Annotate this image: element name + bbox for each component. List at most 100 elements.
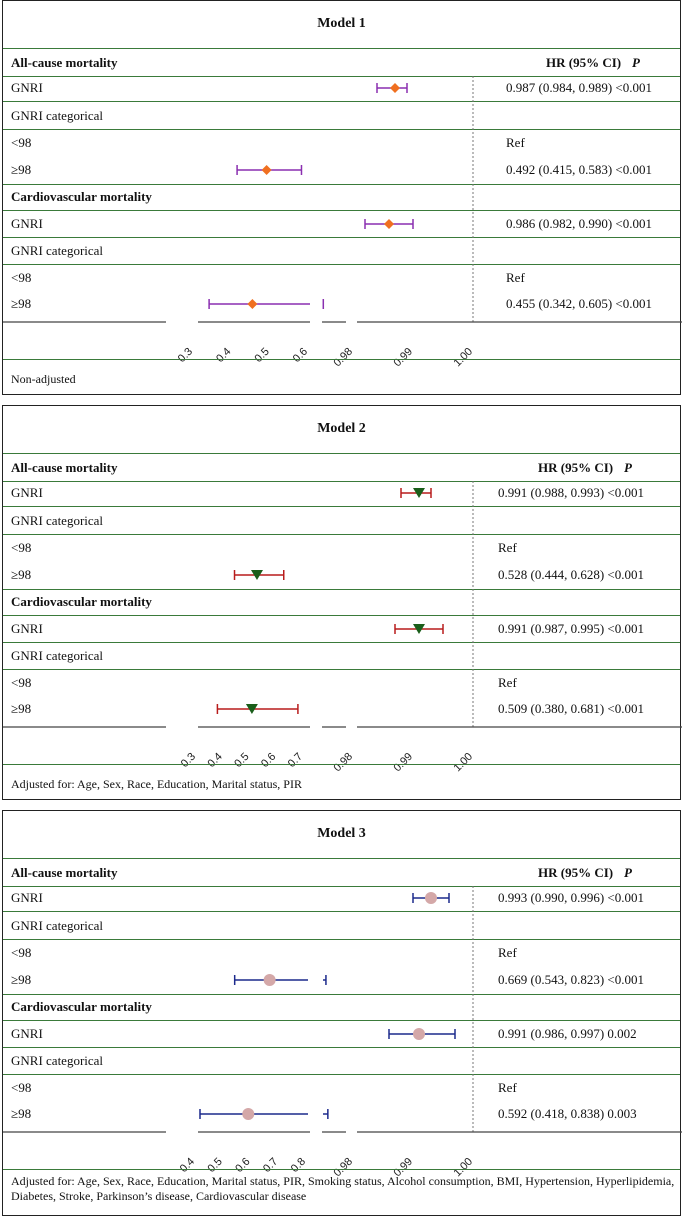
hr-ci-value: 0.986 (0.982, 0.990) <0.001 bbox=[506, 216, 652, 231]
row-label: <98 bbox=[11, 135, 32, 150]
hr-marker-circle bbox=[413, 1028, 425, 1040]
model-title: Model 2 bbox=[317, 421, 366, 436]
estimate-1 bbox=[376, 83, 408, 93]
hr-ci-value: 0.455 (0.342, 0.605) <0.001 bbox=[506, 296, 652, 311]
row-label: Cardiovascular mortality bbox=[11, 594, 152, 609]
hr-ci-value: Ref bbox=[498, 945, 517, 960]
estimate-1 bbox=[412, 892, 450, 904]
row-divider bbox=[3, 264, 680, 265]
hr-ci-header: HR (95% CI) bbox=[538, 865, 614, 880]
axis-tick-label: 0.99 bbox=[391, 346, 415, 370]
row-divider bbox=[3, 129, 680, 130]
row-label: GNRI categorical bbox=[11, 648, 104, 663]
estimate-9 bbox=[216, 704, 299, 714]
axis-tick-label: 0.7 bbox=[286, 751, 305, 770]
row-label: GNRI categorical bbox=[11, 1053, 104, 1068]
title-divider bbox=[3, 453, 680, 454]
row-label: All-cause mortality bbox=[11, 865, 118, 880]
row-label: GNRI bbox=[11, 485, 43, 500]
hr-ci-value: 0.528 (0.444, 0.628) <0.001 bbox=[498, 567, 644, 582]
axis-tick-label: 0.7 bbox=[261, 1156, 280, 1175]
hr-ci-value: 0.509 (0.380, 0.681) <0.001 bbox=[498, 701, 644, 716]
row-label: All-cause mortality bbox=[11, 55, 118, 70]
row-label: <98 bbox=[11, 675, 32, 690]
hr-marker-circle bbox=[263, 974, 276, 986]
hr-marker-diamond bbox=[384, 219, 394, 229]
axis-tick-label: 0.4 bbox=[214, 346, 233, 365]
axis-tick-label: 0.4 bbox=[206, 751, 225, 770]
model-footnote: Adjusted for: Age, Sex, Race, Education,… bbox=[11, 1174, 675, 1203]
axis-tick-label: 0.4 bbox=[178, 1156, 197, 1175]
row-label: All-cause mortality bbox=[11, 460, 118, 475]
row-label: ≥98 bbox=[11, 701, 32, 716]
estimate-9 bbox=[208, 299, 325, 309]
row-label: <98 bbox=[11, 1080, 32, 1095]
hr-ci-value: Ref bbox=[498, 540, 517, 555]
hr-marker-triangle bbox=[245, 704, 258, 714]
hr-ci-value: Ref bbox=[506, 135, 525, 150]
row-divider bbox=[3, 1020, 680, 1021]
axis-tick-label: 0.5 bbox=[252, 346, 271, 365]
estimate-6 bbox=[364, 219, 414, 229]
hr-marker-diamond bbox=[261, 165, 272, 175]
footnote-divider bbox=[3, 1169, 680, 1170]
row-divider bbox=[3, 615, 680, 616]
footnote-divider bbox=[3, 359, 680, 360]
row-label: ≥98 bbox=[11, 567, 32, 582]
hr-ci-header: HR (95% CI) bbox=[538, 460, 614, 475]
row-divider bbox=[3, 481, 680, 482]
footnote-divider bbox=[3, 764, 680, 765]
axis-tick-label: 0.6 bbox=[233, 1156, 252, 1175]
row-label: ≥98 bbox=[11, 162, 32, 177]
axis-tick-label: 0.98 bbox=[331, 751, 355, 775]
hr-ci-value: 0.991 (0.988, 0.993) <0.001 bbox=[498, 485, 644, 500]
row-divider bbox=[3, 184, 680, 185]
axis-tick-label: 1.00 bbox=[451, 346, 475, 370]
row-divider bbox=[3, 534, 680, 535]
row-divider bbox=[3, 1074, 680, 1075]
row-label: ≥98 bbox=[11, 296, 32, 311]
row-label: GNRI bbox=[11, 621, 43, 636]
hr-marker-triangle bbox=[413, 488, 425, 498]
forest-plot-svg: 0.3 0.4 0.5 0.6 0.98 0.99 1.00 bbox=[3, 76, 682, 370]
axis-tick-label: 1.00 bbox=[451, 751, 475, 775]
row-label: GNRI bbox=[11, 1026, 43, 1041]
model-title: Model 3 bbox=[317, 826, 366, 841]
model-footnote: Non-adjusted bbox=[11, 372, 76, 386]
axis-tick-label: 0.6 bbox=[291, 346, 310, 365]
row-label: <98 bbox=[11, 540, 32, 555]
row-label: GNRI categorical bbox=[11, 918, 104, 933]
hr-ci-value: 0.492 (0.415, 0.583) <0.001 bbox=[506, 162, 652, 177]
row-label: <98 bbox=[11, 270, 32, 285]
row-divider bbox=[3, 642, 680, 643]
row-divider bbox=[3, 589, 680, 590]
row-label: GNRI categorical bbox=[11, 513, 104, 528]
hr-marker-diamond bbox=[390, 83, 400, 93]
row-divider bbox=[3, 210, 680, 211]
estimate-1 bbox=[400, 488, 432, 498]
axis-tick-label: 0.3 bbox=[176, 346, 195, 365]
hr-ci-header: HR (95% CI) bbox=[546, 55, 622, 70]
row-divider bbox=[3, 939, 680, 940]
row-divider bbox=[3, 237, 680, 238]
row-label: GNRI bbox=[11, 216, 43, 231]
row-divider bbox=[3, 506, 680, 507]
row-label: ≥98 bbox=[11, 972, 32, 987]
p-value-header: P bbox=[624, 460, 632, 475]
axis-tick-label: 0.3 bbox=[179, 751, 198, 770]
model-footnote: Adjusted for: Age, Sex, Race, Education,… bbox=[11, 777, 302, 791]
axis-tick-label: 0.98 bbox=[331, 346, 355, 370]
estimate-6 bbox=[388, 1028, 456, 1040]
hr-ci-value: 0.991 (0.986, 0.997) 0.002 bbox=[498, 1026, 637, 1041]
row-label: Cardiovascular mortality bbox=[11, 189, 152, 204]
hr-ci-value: 0.993 (0.990, 0.996) <0.001 bbox=[498, 890, 644, 905]
hr-marker-diamond bbox=[247, 299, 258, 309]
model-title: Model 1 bbox=[317, 16, 366, 31]
title-divider bbox=[3, 858, 680, 859]
row-divider bbox=[3, 886, 680, 887]
